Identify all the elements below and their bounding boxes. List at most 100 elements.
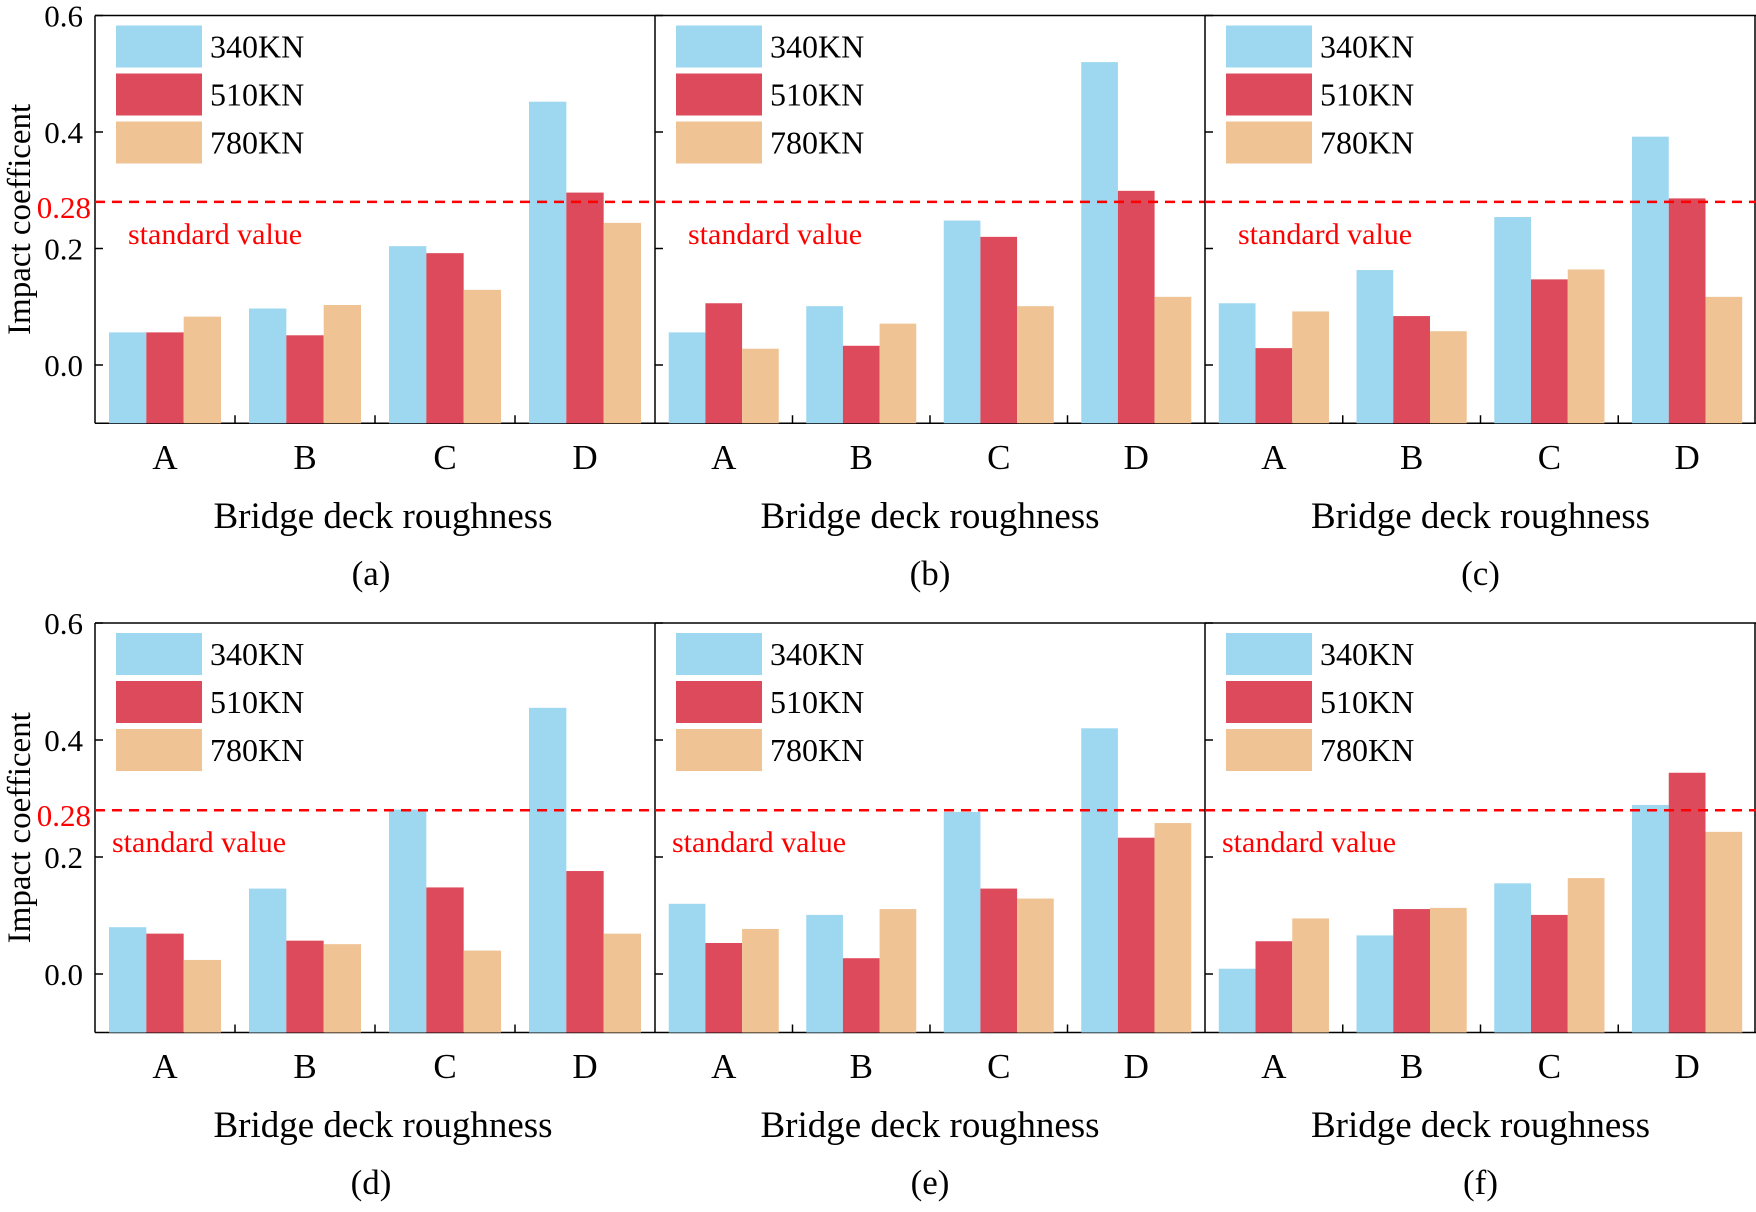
bar-510kn-a xyxy=(705,303,743,424)
x-tick-label: B xyxy=(850,438,873,477)
bar-510kn-b xyxy=(1393,909,1430,1033)
bar-780kn-d xyxy=(1705,296,1743,424)
standard-value-tick-label: 0.28 xyxy=(37,798,91,833)
y-axis-title: Impact coefficent xyxy=(2,104,38,335)
bar-340kn-d xyxy=(1632,804,1669,1033)
bar-510kn-d xyxy=(1668,198,1706,424)
x-tick-label: D xyxy=(1674,438,1699,477)
x-tick-label: B xyxy=(1400,1047,1423,1086)
panel-caption: (d) xyxy=(351,1163,392,1202)
x-tick-label: C xyxy=(987,1047,1010,1086)
x-tick-label: A xyxy=(711,1047,737,1086)
y-tick-label: 0.2 xyxy=(44,840,83,875)
bar-780kn-c xyxy=(463,289,501,424)
bar-340kn-a xyxy=(109,927,147,1033)
bar-510kn-b xyxy=(842,345,880,424)
bar-340kn-a xyxy=(1218,968,1256,1033)
standard-value-label: standard value xyxy=(112,826,286,859)
bar-780kn-a xyxy=(183,959,221,1033)
bar-510kn-d xyxy=(1668,772,1706,1033)
x-tick-label: D xyxy=(1124,1047,1149,1086)
bar-340kn-d xyxy=(1081,728,1118,1033)
legend-swatch-340kn xyxy=(116,633,202,675)
legend-swatch-510kn xyxy=(1226,73,1312,116)
bar-340kn-c xyxy=(389,809,427,1033)
bar-780kn-d xyxy=(1154,296,1192,424)
x-tick-label: B xyxy=(293,438,316,477)
x-tick-label: A xyxy=(152,1047,178,1086)
legend-label-340kn: 340KN xyxy=(770,636,864,672)
legend-swatch-510kn xyxy=(116,73,202,116)
bar-340kn-d xyxy=(529,101,567,424)
legend-swatch-340kn xyxy=(676,25,762,68)
legend-label-510kn: 510KN xyxy=(770,684,864,720)
bar-340kn-c xyxy=(1494,883,1532,1033)
legend-label-510kn: 510KN xyxy=(1320,77,1414,113)
bar-510kn-d xyxy=(566,871,604,1033)
bar-340kn-b xyxy=(806,306,843,424)
standard-value-label: standard value xyxy=(1238,218,1412,251)
standard-value-label: standard value xyxy=(1222,826,1396,859)
bar-780kn-c xyxy=(463,950,501,1033)
standard-value-label: standard value xyxy=(128,218,302,251)
bar-340kn-a xyxy=(668,903,706,1033)
bar-510kn-d xyxy=(566,192,604,424)
x-tick-label: A xyxy=(152,438,178,477)
bar-340kn-b xyxy=(1356,270,1394,424)
legend-swatch-780kn xyxy=(1226,121,1312,164)
bar-340kn-c xyxy=(943,811,981,1033)
bar-340kn-b xyxy=(249,888,287,1033)
legend-label-780kn: 780KN xyxy=(210,125,304,161)
bar-780kn-a xyxy=(742,928,779,1033)
x-tick-label: C xyxy=(1538,1047,1561,1086)
legend-swatch-780kn xyxy=(116,121,202,164)
y-tick-label: 0.4 xyxy=(44,723,83,758)
panel-caption: (a) xyxy=(352,554,391,593)
bar-340kn-a xyxy=(1218,303,1256,424)
y-tick-label: 0.6 xyxy=(44,606,83,641)
legend-label-340kn: 340KN xyxy=(210,29,304,65)
x-tick-label: D xyxy=(1674,1047,1699,1086)
x-tick-label: C xyxy=(987,438,1010,477)
bar-340kn-a xyxy=(668,332,706,424)
bar-780kn-d xyxy=(603,222,641,424)
x-axis-title: Bridge deck roughness xyxy=(760,1105,1099,1146)
x-tick-label: D xyxy=(572,438,597,477)
bar-780kn-b xyxy=(323,305,361,424)
x-axis-title: Bridge deck roughness xyxy=(760,496,1099,537)
x-tick-label: C xyxy=(1538,438,1561,477)
bar-510kn-c xyxy=(1531,914,1568,1033)
y-tick-label: 0.0 xyxy=(44,957,83,992)
legend-swatch-510kn xyxy=(676,681,762,723)
bar-780kn-b xyxy=(879,909,917,1033)
bar-510kn-c xyxy=(1531,279,1568,424)
legend-swatch-780kn xyxy=(676,121,762,164)
y-tick-label: 0.0 xyxy=(44,348,83,383)
bar-510kn-d xyxy=(1117,190,1155,424)
legend-label-510kn: 510KN xyxy=(770,77,864,113)
x-tick-label: B xyxy=(1400,438,1423,477)
bar-340kn-b xyxy=(806,914,843,1033)
bar-510kn-a xyxy=(1255,941,1293,1033)
panel-caption: (e) xyxy=(911,1163,950,1202)
y-tick-label: 0.6 xyxy=(44,0,83,34)
x-tick-label: D xyxy=(1124,438,1149,477)
x-tick-label: A xyxy=(1261,1047,1287,1086)
x-tick-label: A xyxy=(711,438,737,477)
y-tick-label: 0.2 xyxy=(44,232,83,267)
bar-780kn-d xyxy=(1705,831,1743,1033)
bar-510kn-a xyxy=(146,933,184,1033)
x-axis-title: Bridge deck roughness xyxy=(213,496,552,537)
legend-swatch-780kn xyxy=(676,729,762,771)
bar-780kn-c xyxy=(1567,269,1605,424)
x-tick-label: B xyxy=(293,1047,316,1086)
legend-swatch-780kn xyxy=(116,729,202,771)
legend-label-780kn: 780KN xyxy=(1320,732,1414,768)
bar-510kn-c xyxy=(426,887,464,1033)
bar-340kn-c xyxy=(943,220,981,424)
bar-510kn-b xyxy=(842,958,880,1033)
legend-swatch-510kn xyxy=(116,681,202,723)
